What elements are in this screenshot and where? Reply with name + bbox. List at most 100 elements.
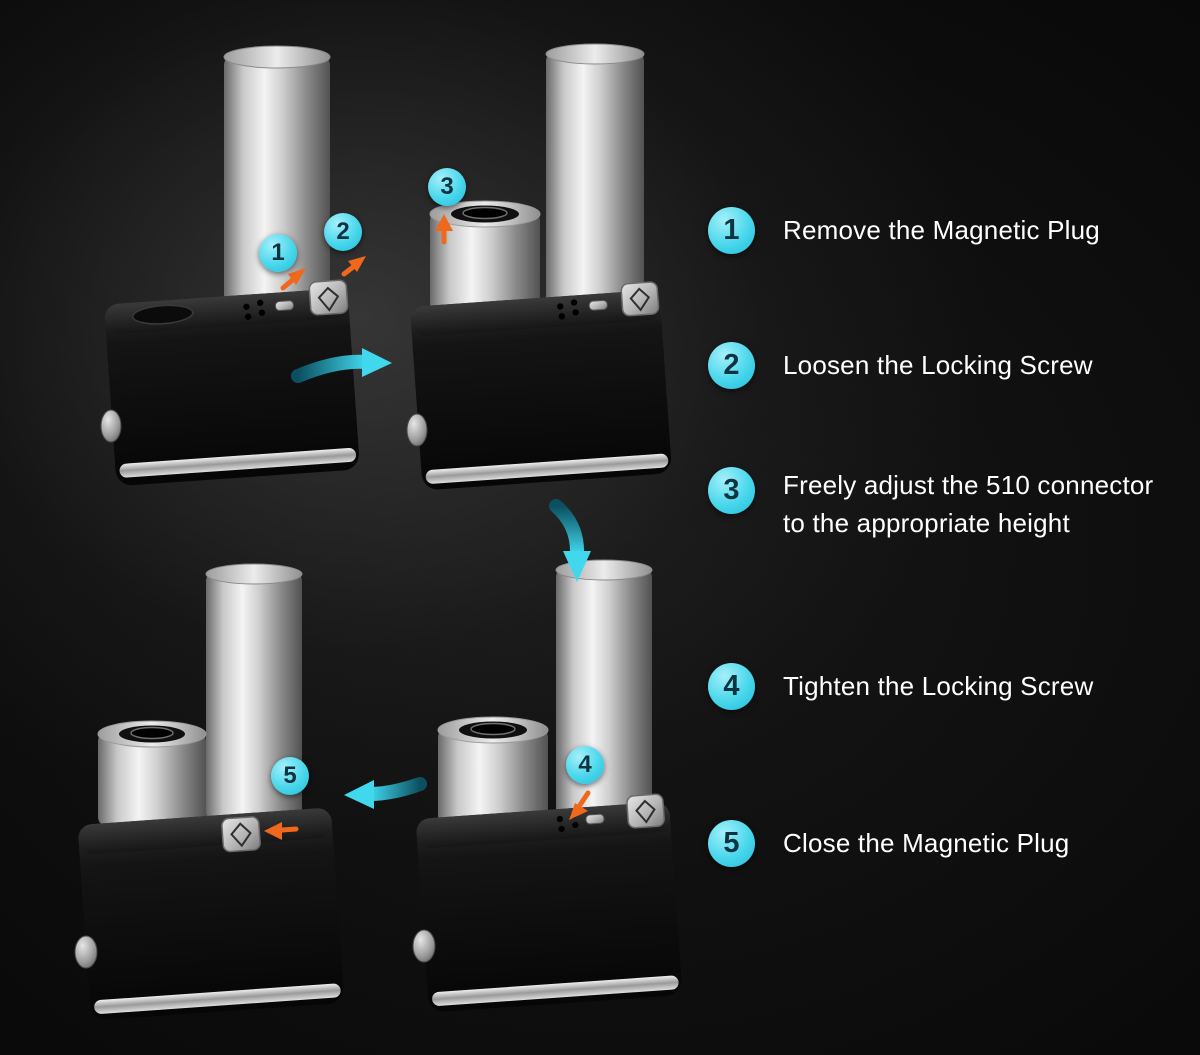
connector-body	[438, 728, 548, 824]
magnet-dot	[557, 303, 564, 310]
arrow-head	[435, 214, 453, 231]
connector-thread	[130, 726, 174, 740]
flow-arrow-shaft	[549, 499, 585, 561]
tank-cylinder	[556, 568, 652, 818]
air-port	[132, 304, 194, 325]
base-rim	[432, 975, 679, 1006]
device-step-badge-4: 4	[566, 746, 604, 784]
connector-510	[437, 716, 549, 824]
diamond-logo-icon	[230, 822, 252, 848]
connector-body	[430, 212, 540, 312]
step-number-badge: 3	[708, 467, 755, 514]
magnet-dot	[244, 313, 252, 320]
magnet-dot	[258, 309, 266, 316]
arrow-head	[569, 803, 588, 820]
tank-cylinder	[224, 56, 330, 308]
device-illustration	[74, 43, 682, 1020]
device-step-badge-1: 1	[259, 234, 297, 272]
diamond-logo-icon	[629, 287, 651, 312]
device-illustration-3	[412, 559, 682, 1012]
arrow-head	[348, 256, 366, 272]
flow-arrow-head	[344, 780, 374, 809]
step-item-1: 1 Remove the Magnetic Plug	[708, 207, 1188, 254]
device-body	[416, 793, 682, 1012]
base-rim	[425, 453, 669, 484]
device-illustration-2	[406, 43, 672, 490]
magnet-dot	[243, 303, 250, 310]
fire-button	[406, 413, 428, 447]
flow-arrow-head	[563, 551, 591, 582]
locking-screw	[588, 299, 608, 311]
magnetic-plug-cap	[620, 281, 660, 317]
step-item-2: 2 Loosen the Locking Screw	[708, 342, 1188, 389]
step-number-badge: 4	[708, 663, 755, 710]
orange-arrow-icon	[264, 822, 299, 840]
connector-510	[97, 720, 207, 826]
device-body	[410, 281, 672, 490]
magnetic-plug	[308, 279, 349, 316]
body-front	[416, 802, 682, 1012]
magnetic-plug	[626, 793, 665, 829]
connector-body	[98, 732, 206, 826]
tank-top-cap	[205, 563, 303, 585]
base-rim	[119, 448, 357, 478]
magnetic-plug-cap	[626, 793, 665, 829]
base-rim	[94, 983, 341, 1014]
magnet-dot	[556, 815, 564, 823]
magnet-dot	[570, 299, 578, 306]
tank-cylinder	[206, 572, 302, 822]
locking-screw	[274, 300, 294, 311]
arrow-head	[264, 822, 282, 840]
tank-top-cap	[223, 45, 331, 69]
body-front	[78, 808, 344, 1020]
fire-button	[100, 409, 122, 443]
flow-arrow-down-icon	[549, 499, 591, 582]
step-label: Remove the Magnetic Plug	[783, 214, 1100, 245]
magnetic-plug-cap	[308, 279, 349, 316]
device-illustration-4	[74, 563, 344, 1020]
flow-arrow-head	[362, 348, 392, 377]
body-top-face	[78, 808, 333, 855]
step-label: Loosen the Locking Screw	[783, 349, 1093, 380]
orange-arrow-icon	[341, 256, 366, 277]
step-label: Freely adjust the 510 connector to the a…	[783, 470, 1154, 538]
arrow-shaft	[577, 790, 591, 808]
magnet-dot	[256, 299, 264, 307]
arrow-head	[288, 268, 306, 285]
device-step-badge-2: 2	[324, 213, 362, 251]
orange-arrow-icon	[435, 214, 453, 245]
connector-510	[429, 200, 541, 312]
magnet-dot	[558, 825, 565, 833]
step-number-badge: 1	[708, 207, 755, 254]
magnetic-plug	[221, 816, 261, 853]
magnetic-plug	[620, 281, 660, 317]
arrow-shaft	[279, 826, 299, 833]
magnet-dot	[572, 309, 579, 316]
device-body	[78, 808, 344, 1020]
body-front	[105, 288, 359, 486]
flow-arrow-left-icon	[344, 777, 427, 809]
fire-button	[74, 935, 98, 969]
tank-top-cap	[545, 43, 645, 65]
diamond-logo-icon	[635, 799, 656, 824]
body-front	[410, 290, 672, 490]
device-illustration-1	[100, 45, 366, 486]
flow-arrow-shaft	[363, 777, 427, 801]
diamond-logo-icon	[317, 286, 340, 312]
fire-button	[412, 929, 436, 963]
connector-thread	[462, 206, 508, 220]
connector-thread	[470, 722, 516, 736]
orange-arrow-icon	[280, 268, 306, 291]
step-number-badge: 5	[708, 820, 755, 867]
magnet-dot	[572, 821, 579, 829]
magnet-dot	[558, 313, 566, 320]
magnetic-plug-cap	[221, 816, 261, 853]
device-step-badge-5: 5	[271, 757, 309, 795]
tank-cylinder	[546, 52, 644, 307]
step-item-4: 4 Tighten the Locking Screw	[708, 663, 1188, 710]
step-label: Close the Magnetic Plug	[783, 827, 1070, 858]
step-number-badge: 2	[708, 342, 755, 389]
device-body	[104, 279, 359, 486]
body-top-face	[416, 802, 671, 849]
